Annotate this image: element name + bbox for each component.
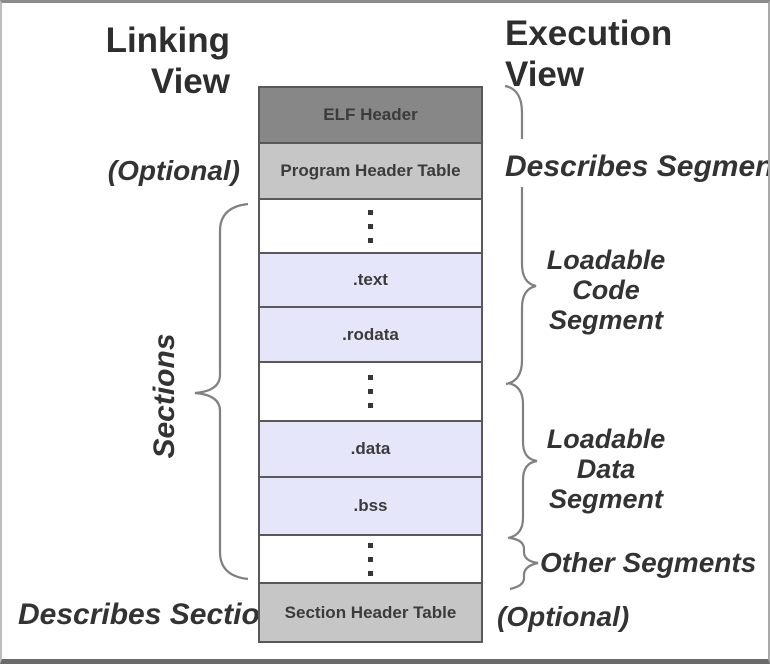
text-section-box: .text [260,254,481,308]
linking-view-title: Linking View [106,20,230,102]
data-section-label: .data [350,439,391,458]
optional-right-label: (Optional) [497,601,630,632]
loadable-data-line2: Data [576,454,636,484]
other-segments-brace [509,536,539,591]
describes-sections-label: Describes Sections [18,598,295,631]
section-header-table-label: Section Header Table [284,602,457,622]
execution-view-title: Execution View [505,13,672,95]
loadable-code-line1: Loadable [546,245,666,275]
loadable-data-line3: Segment [548,484,664,514]
rodata-section-label: .rodata [342,324,399,344]
loadable-data-segment-label: Loadable Data Segment [545,424,667,514]
bss-section-label: .bss [353,496,388,515]
elf-header-box: ELF Header [260,88,481,144]
loadable-code-segment-label: Loadable Code Segment [545,245,667,335]
program-header-table-label: Program Header Table [280,161,461,180]
linking-view-title-line1: Linking [105,21,230,60]
execution-view-title-line2: View [505,55,585,94]
ellipsis-box-2 [260,363,481,422]
rodata-section-box: .rodata [260,308,481,363]
ellipsis-box-3 [260,536,481,584]
data-segment-brace [507,381,538,540]
bss-section-box: .bss [260,478,481,536]
ellipsis-dots-icon [368,209,373,243]
program-header-table-box: Program Header Table [260,144,481,200]
loadable-code-line3: Segment [548,305,664,335]
elf-header-label: ELF Header [323,105,418,124]
describes-segments-label: Describes Segments [505,150,770,183]
data-section-box: .data [260,422,481,478]
ellipsis-box-1 [260,200,481,254]
elf-file-stack: ELF Header Program Header Table .text .r… [258,86,483,643]
text-section-label: .text [353,270,388,289]
sections-label: Sections [148,333,181,459]
ellipsis-dots-icon [368,375,373,408]
linking-view-title-line2: View [150,62,230,101]
optional-left-label: (Optional) [107,155,240,186]
loadable-data-line1: Loadable [546,424,666,454]
other-segments-label: Other Segments [540,547,757,578]
code-segment-brace [505,187,537,386]
execution-view-title-line1: Execution [505,14,673,53]
sections-brace [194,202,249,581]
ellipsis-dots-icon [368,542,373,576]
loadable-code-line2: Code [572,275,640,305]
section-header-table-box: Section Header Table [260,584,481,641]
